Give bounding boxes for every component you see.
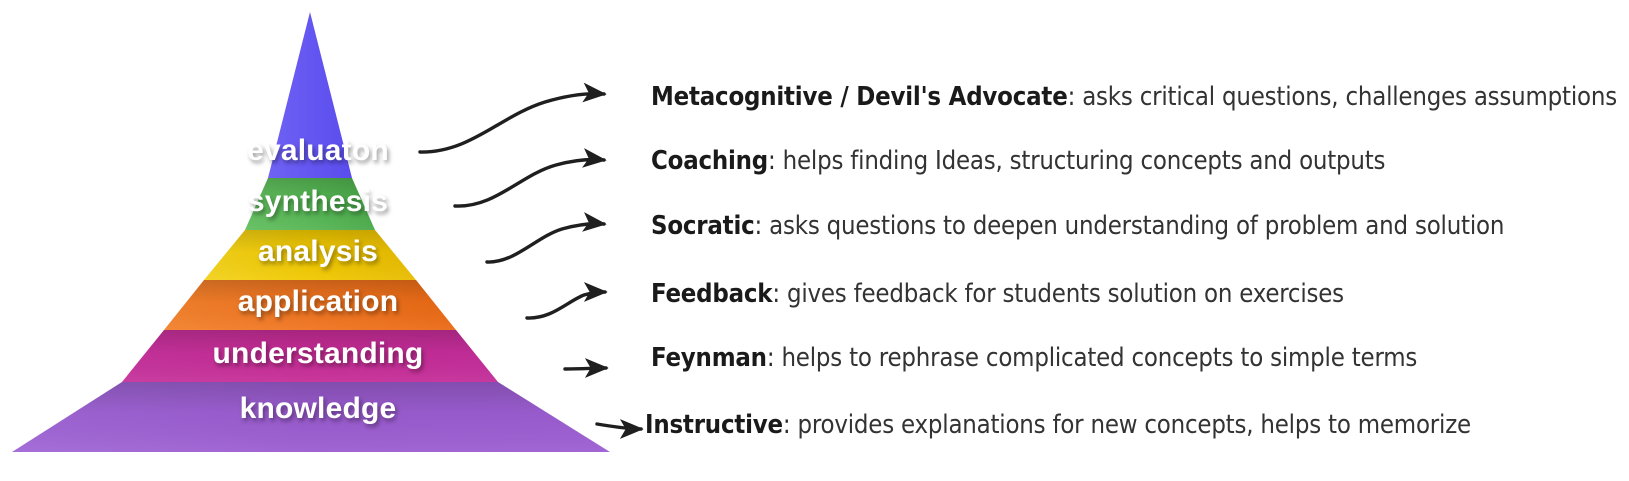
pyramid-label-knowledge: knowledge xyxy=(239,392,397,425)
pyramid-label-application: application xyxy=(237,285,399,318)
pyramid-level-application xyxy=(164,280,456,330)
pyramid-level-evaluaton xyxy=(268,12,352,178)
annotation-role: Feedback xyxy=(651,279,773,309)
arrow-to-synthesis xyxy=(453,148,607,208)
arrow-to-application xyxy=(525,282,608,320)
pyramid-level-analysis xyxy=(204,230,416,280)
annotation-role: Instructive xyxy=(645,410,783,440)
arrow-to-understanding xyxy=(563,358,609,378)
arrow-to-knowledge xyxy=(595,419,644,439)
annotation-description: provides explanations for new concepts, … xyxy=(797,410,1472,440)
annotation-separator: : xyxy=(782,410,798,440)
pyramid-label-synthesis: synthesis xyxy=(247,185,389,218)
annotation-role: Coaching xyxy=(651,146,769,176)
annotation-role: Metacognitive / Devil's Advocate xyxy=(651,82,1068,112)
annotation-row-feynman: Feynman: helps to rephrase complicated c… xyxy=(651,343,1417,373)
annotation-separator: : xyxy=(766,343,782,373)
annotation-description: gives feedback for students solution on … xyxy=(786,279,1344,309)
arrow-to-analysis xyxy=(485,212,607,264)
annotation-row-socratic: Socratic: asks questions to deepen under… xyxy=(651,211,1504,241)
pyramid-level-knowledge xyxy=(12,382,610,452)
annotation-description: helps to rephrase complicated concepts t… xyxy=(781,343,1418,373)
pyramid-label-evaluaton: evaluaton xyxy=(247,134,389,167)
annotation-description: helps finding Ideas, structuring concept… xyxy=(782,146,1386,176)
annotation-row-coaching: Coaching: helps finding Ideas, structuri… xyxy=(651,146,1385,176)
annotation-role: Feynman xyxy=(651,343,767,373)
pyramid-label-analysis: analysis xyxy=(257,235,379,268)
annotation-description: asks critical questions, challenges assu… xyxy=(1082,82,1617,112)
pyramid-shapes xyxy=(12,12,610,452)
annotation-row-instructive: Instructive: provides explanations for n… xyxy=(645,410,1471,440)
pyramid-level-synthesis xyxy=(245,178,375,230)
bloom-taxonomy-pyramid: evaluaton synthesis analysis application… xyxy=(0,0,640,476)
annotation-separator: : xyxy=(772,279,787,309)
annotation-separator: : xyxy=(754,211,770,241)
arrow-to-evaluaton xyxy=(418,82,607,154)
annotation-separator: : xyxy=(768,146,783,176)
annotation-row-metacognitive: Metacognitive / Devil's Advocate: asks c… xyxy=(651,82,1617,112)
pyramid-label-understanding: understanding xyxy=(212,337,424,370)
annotation-description: asks questions to deepen understanding o… xyxy=(769,211,1505,241)
annotation-separator: : xyxy=(1067,82,1083,112)
pyramid-level-understanding xyxy=(122,330,498,382)
annotation-row-feedback: Feedback: gives feedback for students so… xyxy=(651,279,1344,309)
annotation-role: Socratic xyxy=(651,211,755,241)
